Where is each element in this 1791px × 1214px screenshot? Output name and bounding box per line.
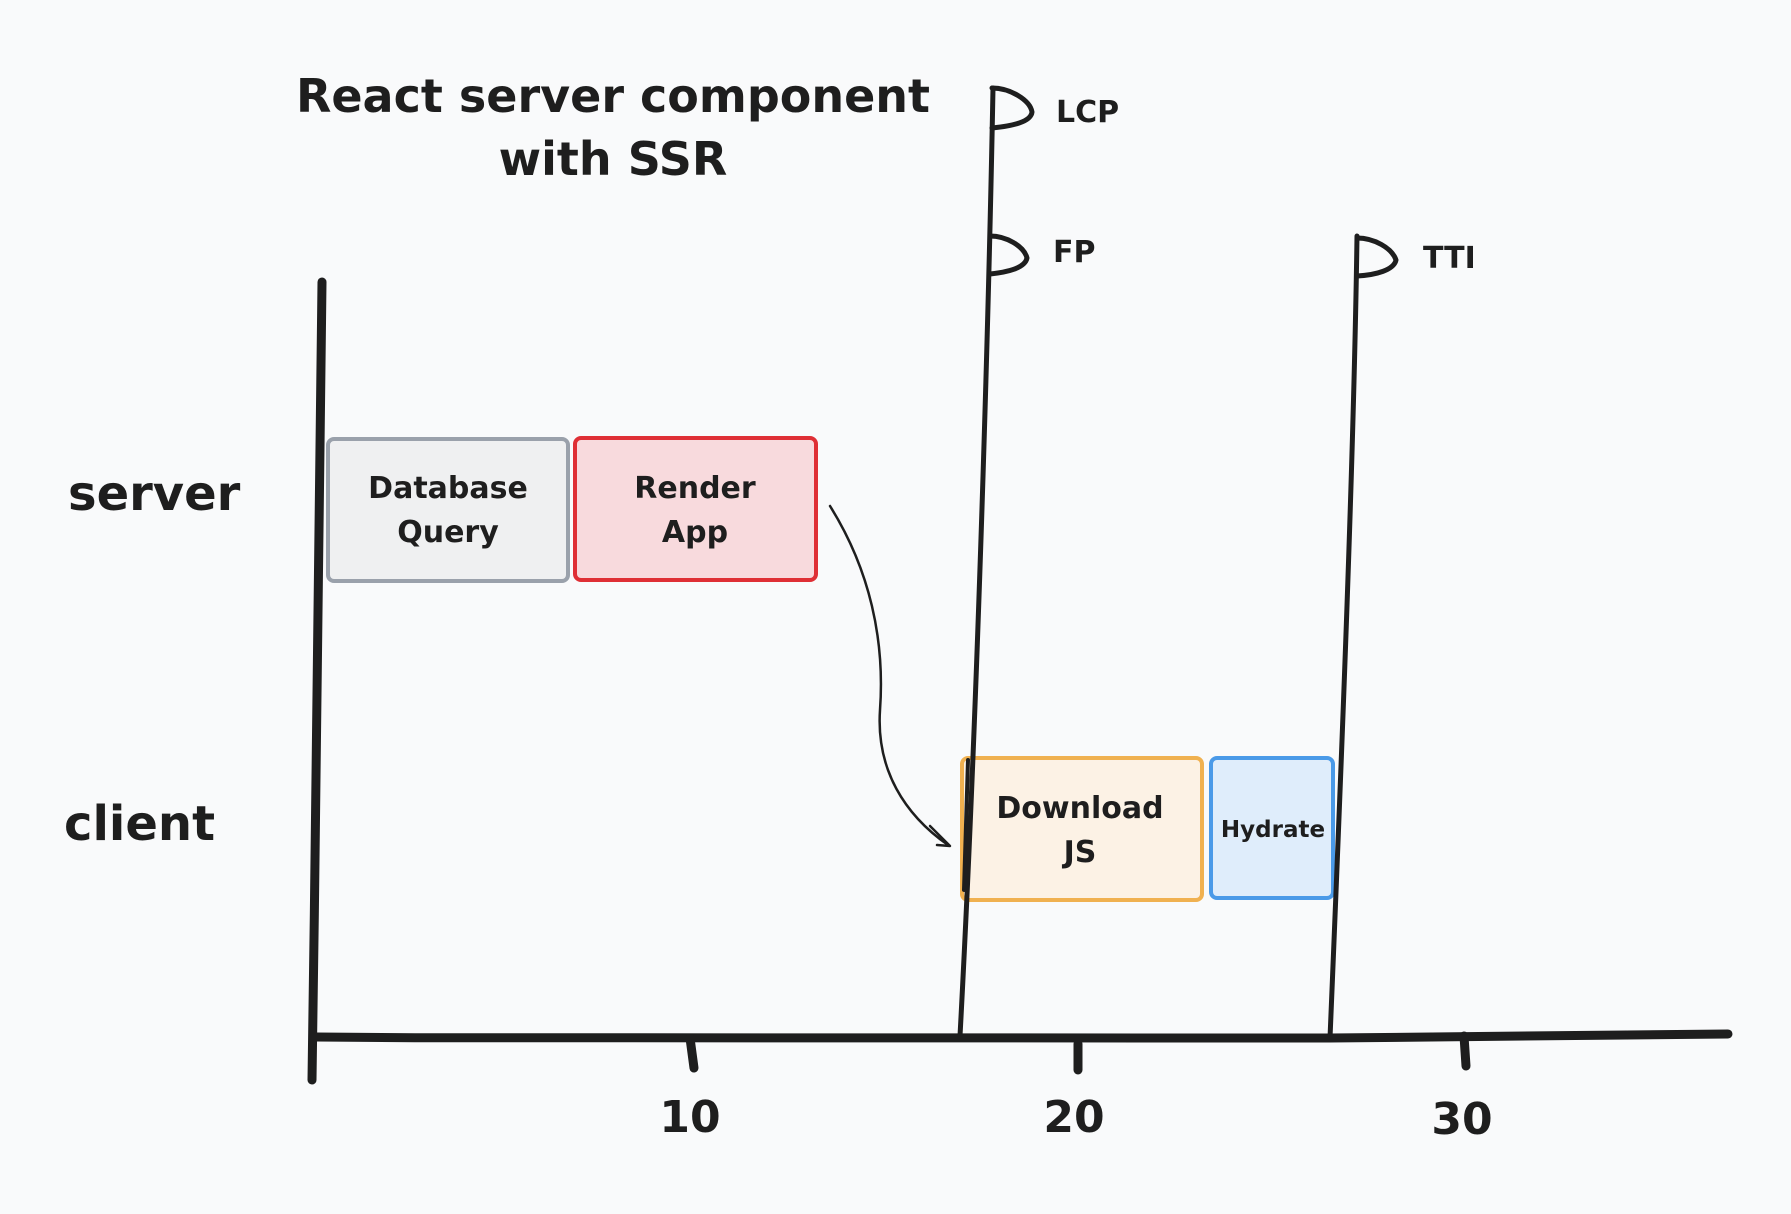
diagram-title-line2: with SSR: [499, 132, 728, 186]
tti-pole: [1327, 233, 1360, 1041]
fp-marker-label: FP: [1053, 235, 1095, 270]
download-js-box: Download JS: [960, 756, 1204, 902]
render-app-box-label-line2: App: [662, 515, 728, 550]
lcp-marker-label: LCP: [1056, 95, 1119, 130]
render-to-download-arrowhead: [928, 824, 952, 848]
fp-flag-icon: [987, 233, 1030, 277]
lcp-fp-pole: [957, 85, 996, 1039]
download-js-box-label-line1: Download: [996, 791, 1163, 826]
tti-flag-icon: [1354, 235, 1399, 279]
x-axis-tick-label-30: 30: [1431, 1094, 1492, 1145]
x-axis-tick-label-20: 20: [1043, 1092, 1104, 1143]
hydrate-box-label: Hydrate: [1221, 817, 1325, 843]
x-axis-tick-10: [685, 1033, 699, 1073]
render-to-download-arrow: [828, 504, 950, 847]
x-axis-tick-label-10: 10: [659, 1092, 720, 1143]
database-query-box-label-line1: Database: [368, 471, 528, 506]
x-axis-tick-30: [1459, 1031, 1471, 1071]
diagram-title-line1: React server component: [296, 69, 930, 123]
x-axis-line: [311, 1029, 1733, 1044]
tti-marker-label: TTI: [1423, 241, 1476, 276]
lane-label-client: client: [64, 796, 215, 852]
database-query-box-label-line2: Query: [397, 515, 499, 550]
y-axis-line: [307, 277, 327, 1085]
lane-label-server: server: [68, 466, 241, 522]
render-app-box: Render App: [573, 436, 818, 582]
render-app-box-label-line1: Render: [634, 471, 756, 506]
download-js-box-label-line2: JS: [1062, 835, 1097, 870]
fp-pole-segment: [962, 758, 970, 892]
hydrate-box: Hydrate: [1209, 756, 1335, 900]
lcp-flag-icon: [989, 85, 1035, 131]
database-query-box: Database Query: [326, 437, 570, 583]
